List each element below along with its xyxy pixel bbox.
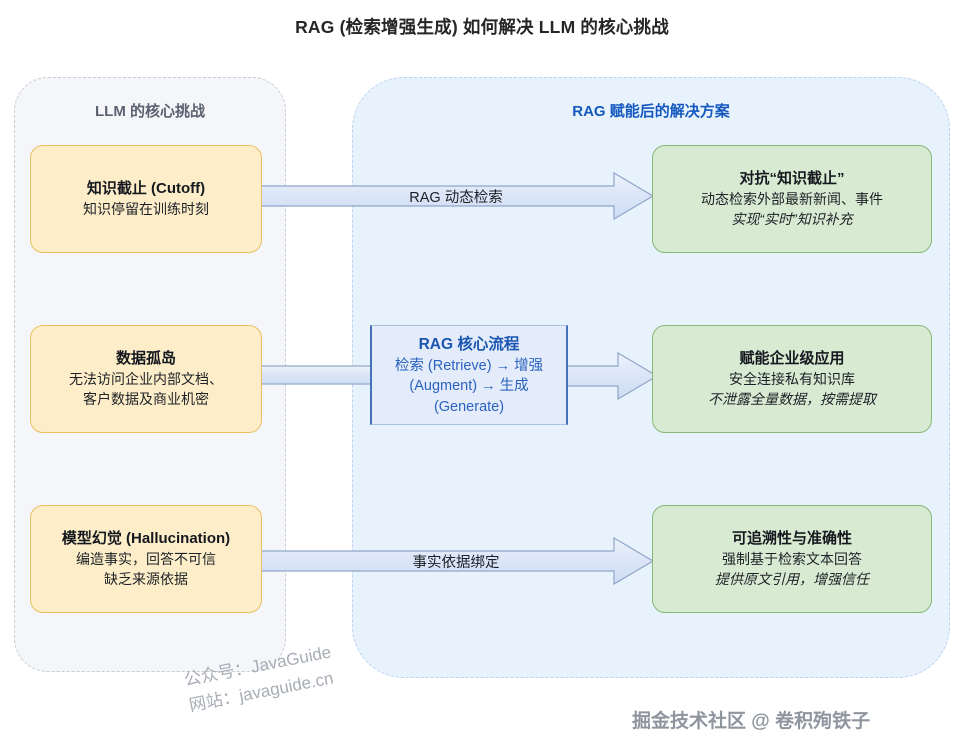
- rag-core-process-box[interactable]: RAG 核心流程 检索 (Retrieve) → 增强 (Augment) → …: [370, 325, 568, 425]
- challenge-line: 客户数据及商业机密: [83, 390, 209, 407]
- solution-heading: 可追溯性与准确性: [731, 530, 852, 548]
- rag-core-body: 检索 (Retrieve) → 增强 (Augment) → 生成 (Gener…: [394, 357, 544, 415]
- challenge-heading: 知识截止 (Cutoff): [86, 180, 206, 198]
- arrow-data-silo-to-core: [258, 365, 374, 385]
- arrow-label-fact-grounding: 事实依据绑定: [412, 555, 500, 571]
- challenge-line: 缺乏来源依据: [104, 570, 188, 587]
- watermark-juejin: 掘金技术社区 @ 卷积殉铁子: [632, 711, 871, 732]
- solution-heading: 赋能企业级应用: [739, 350, 845, 368]
- arrow-rag-dynamic-retrieval: [258, 172, 654, 220]
- solution-line: 安全连接私有知识库: [729, 371, 855, 387]
- arrow-core-to-solution: [566, 352, 658, 400]
- solution-line: 强制基于检索文本回答: [722, 551, 862, 567]
- challenge-node-hallucination[interactable]: 模型幻觉 (Hallucination) 编造事实，回答不可信 缺乏来源依据: [30, 505, 262, 613]
- challenge-line: 编造事实，回答不可信: [76, 551, 216, 567]
- solution-node-traceability[interactable]: 可追溯性与准确性 强制基于检索文本回答 提供原文引用，增强信任: [652, 505, 932, 613]
- challenge-heading: 模型幻觉 (Hallucination): [61, 530, 231, 548]
- solution-line: 动态检索外部最新新闻、事件: [701, 191, 883, 207]
- solution-emphasis: 不泄露全量数据，按需提取: [708, 390, 876, 407]
- challenge-line: 无法访问企业内部文档、: [69, 371, 223, 387]
- rag-core-heading: RAG 核心流程: [418, 335, 520, 353]
- challenge-node-data-silo[interactable]: 数据孤岛 无法访问企业内部文档、 客户数据及商业机密: [30, 325, 262, 433]
- arrow-fact-grounding: [258, 537, 654, 585]
- challenge-node-knowledge-cutoff[interactable]: 知识截止 (Cutoff) 知识停留在训练时刻: [30, 145, 262, 253]
- challenge-line: 知识停留在训练时刻: [83, 200, 209, 217]
- page-title: RAG (检索增强生成) 如何解决 LLM 的核心挑战: [295, 17, 669, 37]
- solution-node-enterprise-enablement[interactable]: 赋能企业级应用 安全连接私有知识库 不泄露全量数据，按需提取: [652, 325, 932, 433]
- solution-emphasis: 实现“实时”知识补充: [731, 210, 853, 227]
- solution-heading: 对抗“知识截止”: [739, 170, 845, 188]
- solutions-panel-title: RAG 赋能后的解决方案: [572, 103, 730, 120]
- challenges-panel-title: LLM 的核心挑战: [95, 103, 205, 120]
- arrow-label-rag-dynamic-retrieval: RAG 动态检索: [409, 190, 503, 206]
- solution-node-counter-cutoff[interactable]: 对抗“知识截止” 动态检索外部最新新闻、事件 实现“实时”知识补充: [652, 145, 932, 253]
- challenge-heading: 数据孤岛: [115, 350, 176, 368]
- solution-emphasis: 提供原文引用，增强信任: [715, 570, 869, 587]
